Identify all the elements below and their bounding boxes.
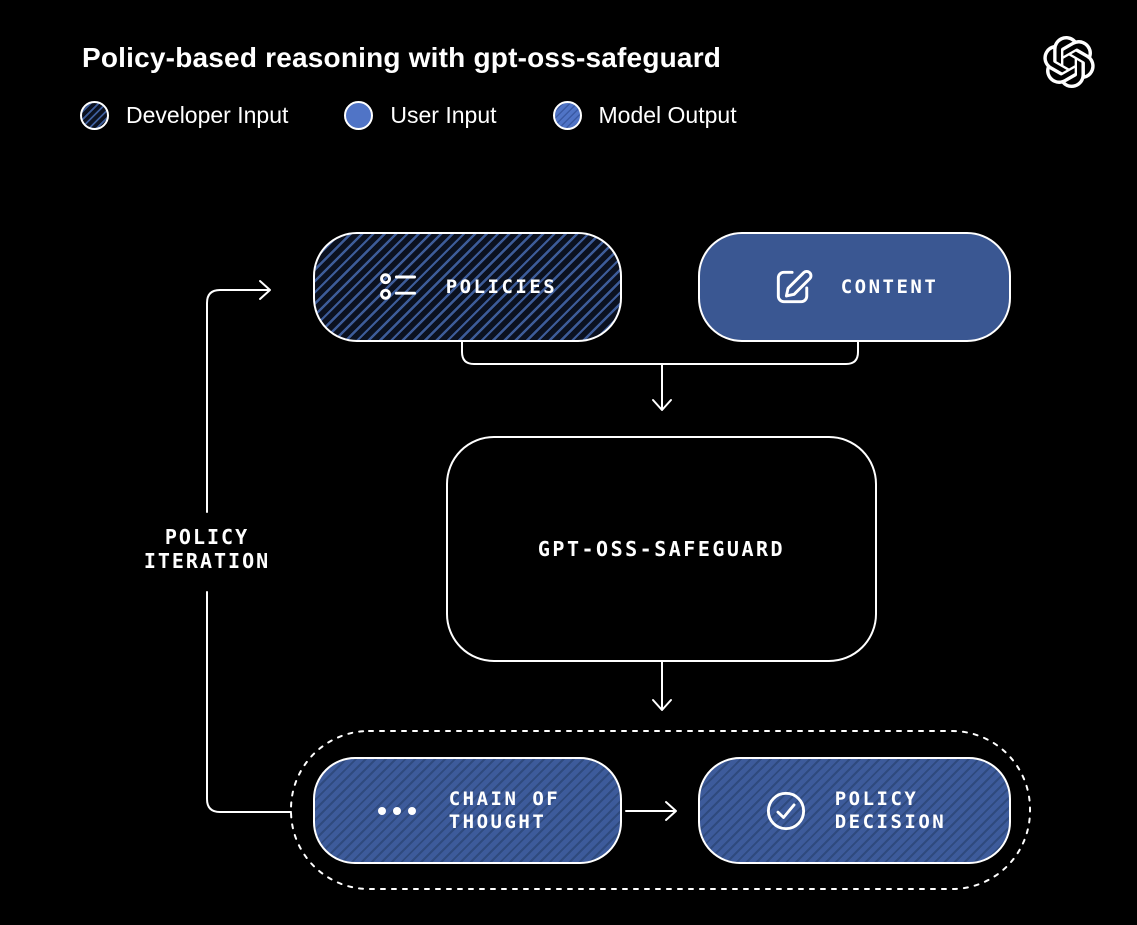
developer-input-swatch-icon <box>80 101 109 130</box>
chain-of-thought-node: CHAIN OF THOUGHT <box>313 757 622 864</box>
legend-item-user-input: User Input <box>344 101 497 130</box>
policy-decision-label: POLICY DECISION <box>834 787 947 833</box>
policy-iteration-label: POLICY ITERATION <box>143 525 271 573</box>
legend-label: User Input <box>390 102 497 128</box>
policy-iteration-loop-top <box>206 289 270 513</box>
user-input-swatch-icon <box>344 101 374 130</box>
legend-item-developer-input: Developer Input <box>80 101 288 130</box>
arrowhead-down-2 <box>652 699 672 711</box>
content-node: CONTENT <box>698 232 1011 342</box>
chain-of-thought-label: CHAIN OF THOUGHT <box>448 787 561 833</box>
list-icon <box>378 268 420 306</box>
gpt-oss-safeguard-label: GPT-OSS-SAFEGUARD <box>537 536 786 561</box>
merge-connector <box>461 340 859 365</box>
legend-label: Developer Input <box>126 102 289 128</box>
arrowhead-right-2 <box>259 280 271 300</box>
model-output-swatch-icon <box>552 101 582 130</box>
page-title: Policy-based reasoning with gpt-oss-safe… <box>82 42 722 73</box>
policies-label: POLICIES <box>445 275 558 298</box>
legend-label: Model Output <box>598 102 737 128</box>
ellipsis-icon <box>375 804 419 818</box>
gpt-oss-safeguard-node: GPT-OSS-SAFEGUARD <box>446 436 877 662</box>
arrowhead-down-1 <box>652 399 672 411</box>
openai-logo-icon <box>1043 36 1095 89</box>
check-circle-icon <box>763 788 809 834</box>
policy-decision-node: POLICY DECISION <box>698 757 1011 864</box>
content-label: CONTENT <box>840 275 939 298</box>
arrowhead-right-1 <box>665 801 677 821</box>
legend-item-model-output: Model Output <box>552 101 737 130</box>
legend: Developer Input User Input Model Output <box>80 101 737 130</box>
compose-icon <box>771 265 815 309</box>
policies-node: POLICIES <box>313 232 622 342</box>
policy-iteration-loop-bottom <box>206 591 292 813</box>
